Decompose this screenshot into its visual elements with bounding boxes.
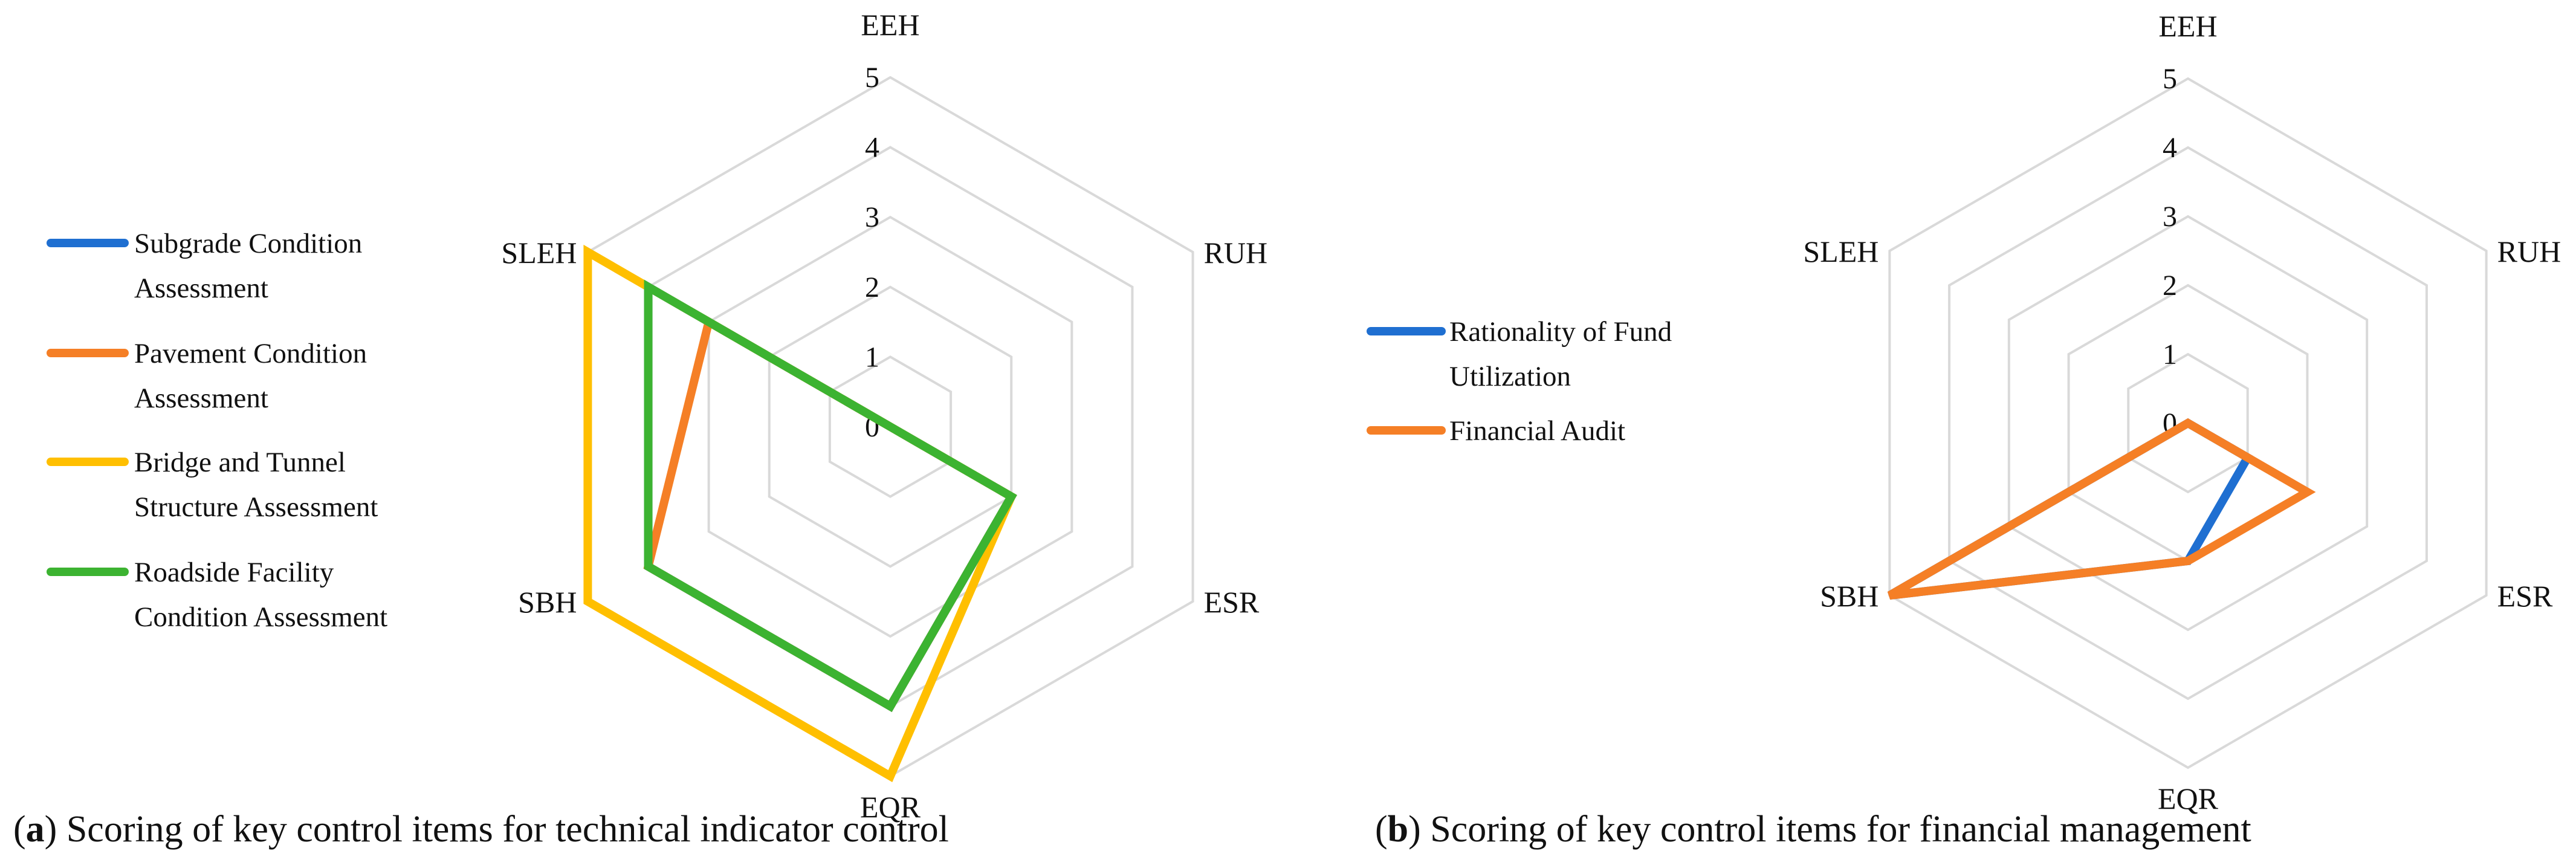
series-line: [644, 279, 1017, 712]
legend-label: Utilization: [1449, 361, 1571, 392]
legend-label: Bridge and Tunnel: [134, 447, 346, 478]
caption-a-letter: a: [26, 809, 45, 850]
caption-b: (b) Scoring of key control items for fin…: [1375, 809, 2251, 850]
axis-label: SLEH: [1803, 235, 1879, 268]
tick-label: 5: [865, 62, 879, 94]
legend-label: Pavement Condition: [134, 338, 367, 369]
series-line: [643, 315, 1017, 712]
series-line: [1887, 418, 2316, 600]
tick-label: 2: [865, 271, 879, 303]
legend-label: Subgrade Condition: [134, 228, 362, 259]
tick-label: 4: [865, 132, 879, 164]
axis-label: EQR: [2158, 782, 2219, 815]
caption-a-text: Scoring of key control items for technic…: [57, 809, 949, 850]
caption-b-text: Scoring of key control items for financi…: [1421, 809, 2251, 850]
caption-a: (a) Scoring of key control items for tec…: [13, 809, 949, 850]
grid-ring: [1948, 146, 2428, 701]
axis-label: EEH: [2158, 9, 2217, 43]
caption-b-letter: b: [1388, 809, 1408, 850]
axis-label: SBH: [1820, 579, 1879, 613]
axis-label: EQR: [860, 790, 921, 824]
axis-label: SBH: [518, 585, 577, 619]
tick-label: 3: [2163, 201, 2177, 233]
legend-label: Rationality of Fund: [1449, 316, 1672, 348]
legend-label: Financial Audit: [1449, 415, 1625, 447]
tick-label: 3: [865, 201, 879, 233]
grid-ring: [2127, 352, 2249, 494]
axis-label: EEH: [861, 8, 919, 42]
legend-label: Structure Assessment: [134, 491, 378, 523]
grid-ring: [1888, 77, 2488, 769]
tick-label: 2: [2163, 270, 2177, 302]
axis-label: SLEH: [501, 236, 577, 270]
axis-label: RUH: [2497, 235, 2561, 268]
tick-label: 4: [2163, 132, 2177, 164]
tick-label: 5: [2163, 63, 2177, 95]
legend-label: Roadside Facility: [134, 557, 334, 588]
axis-label: ESR: [1204, 585, 1260, 619]
axis-label: ESR: [2497, 579, 2553, 613]
grid-ring: [2007, 215, 2369, 632]
legend-label: Assessment: [134, 273, 268, 304]
axis-label: RUH: [1204, 236, 1268, 270]
legend-label: Condition Assessment: [134, 601, 387, 633]
tick-label: 1: [865, 341, 879, 373]
legend-label: Assessment: [134, 383, 268, 414]
tick-label: 1: [2163, 338, 2177, 371]
